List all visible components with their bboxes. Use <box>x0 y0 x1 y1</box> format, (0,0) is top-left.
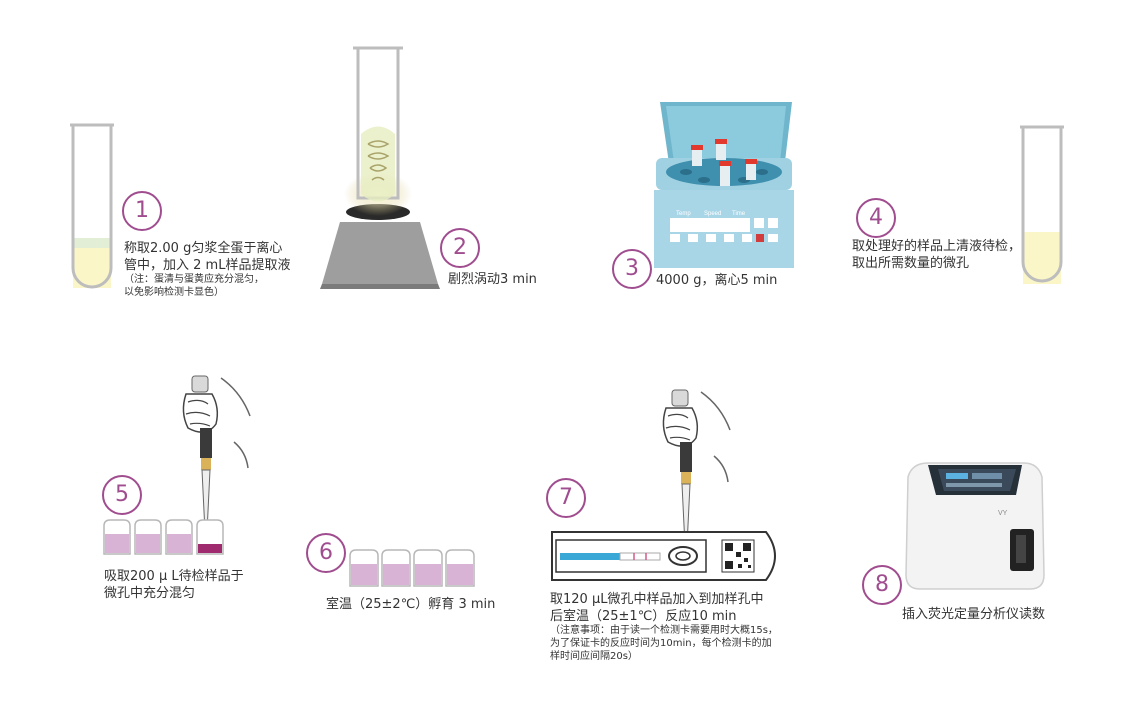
step-2-number: 2 <box>440 228 480 268</box>
fluorescence-analyzer-icon: VY <box>905 462 1045 590</box>
step-2-line: 剧烈涡动3 min <box>448 272 537 287</box>
step-1-text: 称取2.00 g匀浆全蛋于离心 管中，加入 2 mL样品提取液 <box>124 240 290 274</box>
step-7-number: 7 <box>546 478 586 518</box>
microwell-strip-icon <box>349 549 475 587</box>
step-8-line: 插入荧光定量分析仪读数 <box>902 607 1046 622</box>
step-6-text: 室温（25±2℃）孵育 3 min <box>326 596 495 613</box>
step-7-text: 取120 μL微孔中样品加入到加样孔中 后室温（25±1℃）反应10 min <box>550 591 763 625</box>
centrifuge-panel-label: Temp <box>676 211 691 217</box>
step-5-line: 微孔中充分混匀 <box>104 586 196 601</box>
step-8-text: 插入荧光定量分析仪读数 <box>902 606 1045 623</box>
step-1-note-line: 以免影响检测卡显色） <box>124 287 224 298</box>
step-4-text: 取处理好的样品上清液待检， 取出所需数量的微孔 <box>852 238 1021 272</box>
step-3-number: 3 <box>612 249 652 289</box>
step-3-text: 4000 g，离心5 min <box>656 272 777 289</box>
centrifuge-panel-label: Speed <box>704 211 721 217</box>
pipette-hand-icon <box>182 375 251 533</box>
step-5-text: 吸取200 μ L待检样品于 微孔中充分混匀 <box>104 568 244 602</box>
step-4-line: 取处理好的样品上清液待检， <box>852 239 1022 254</box>
step-7-line: 取120 μL微孔中样品加入到加样孔中 <box>550 592 764 607</box>
svg-text:VY: VY <box>998 510 1008 517</box>
test-card-icon <box>551 531 776 581</box>
step-1-note: （注：蛋清与蛋黄应充分混匀， 以免影响检测卡显色） <box>124 273 264 299</box>
step-6-number: 6 <box>306 533 346 573</box>
step-5-number: 5 <box>102 475 142 515</box>
test-tube-icon <box>1020 125 1064 284</box>
step-1-number: 1 <box>122 191 162 231</box>
microwell-strip-icon <box>103 519 224 555</box>
step-4-line: 取出所需数量的微孔 <box>852 256 970 271</box>
step-7-note-line: 样时间应间隔20s） <box>550 651 638 662</box>
step-2-text: 剧烈涡动3 min <box>448 271 537 288</box>
pipette-hand-icon <box>662 389 731 547</box>
step-1-line: 称取2.00 g匀浆全蛋于离心 <box>124 241 283 256</box>
centrifuge-icon: Temp Speed Time <box>654 102 794 268</box>
step-1-note-line: （注：蛋清与蛋黄应充分混匀， <box>124 274 264 285</box>
test-tube-icon <box>70 123 114 289</box>
step-6-line: 室温（25±2℃）孵育 3 min <box>326 597 496 612</box>
step-7-note: （注意事项：由于读一个检测卡需要用时大概15s， 为了保证卡的反应时间为10mi… <box>550 624 778 663</box>
step-3-line: 4000 g，离心5 min <box>656 273 778 288</box>
step-7-line: 后室温（25±1℃）反应10 min <box>550 609 737 624</box>
step-1-line: 管中，加入 2 mL样品提取液 <box>124 258 291 273</box>
step-7-note-line: 为了保证卡的反应时间为10min，每个检测卡的加 <box>550 638 772 649</box>
step-8-number: 8 <box>862 565 902 605</box>
step-7-note-line: （注意事项：由于读一个检测卡需要用时大概15s， <box>550 625 778 636</box>
step-5-line: 吸取200 μ L待检样品于 <box>104 569 244 584</box>
vortex-mixer-icon <box>320 46 440 289</box>
centrifuge-panel-label: Time <box>732 211 746 217</box>
step-4-number: 4 <box>856 198 896 238</box>
